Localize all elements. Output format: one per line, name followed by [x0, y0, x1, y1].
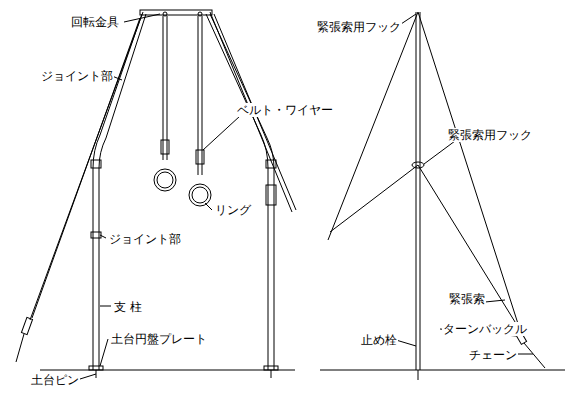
- part-label: 土台円盤プレート: [110, 332, 208, 346]
- part-label: 土台ピン: [30, 373, 80, 387]
- part-label: 緊張索用フック: [316, 20, 402, 34]
- part-label: ジョイント部: [108, 232, 182, 246]
- part-label: 緊張索: [448, 292, 486, 306]
- part-label: チェーン: [468, 348, 518, 362]
- part-label: 止め栓: [360, 333, 398, 347]
- part-label: リング: [214, 203, 252, 217]
- part-label: 支 柱: [113, 300, 143, 314]
- part-label: ターンバックル: [442, 322, 528, 336]
- part-label: 緊張索用フック: [447, 128, 533, 142]
- part-label: ジョイント部: [40, 69, 114, 83]
- part-label: 回転金具: [70, 15, 120, 29]
- part-label: ベルト・ワイヤー: [236, 103, 334, 117]
